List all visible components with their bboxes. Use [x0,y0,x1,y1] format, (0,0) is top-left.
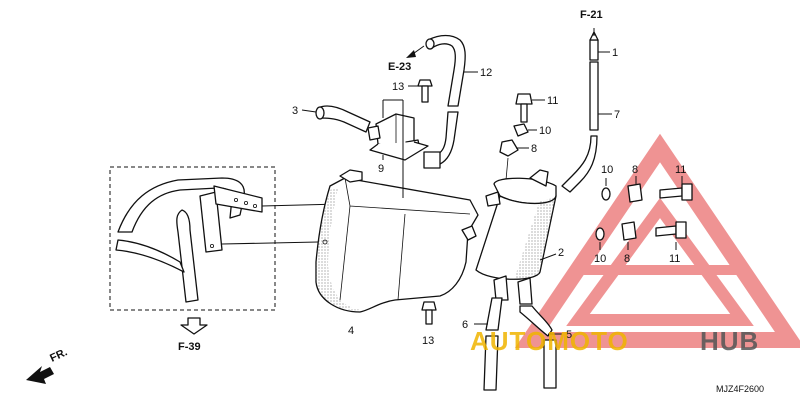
callout-4: 4 [348,325,354,337]
watermark-triangle-logo [514,133,800,348]
part-8-grommet-top [499,139,519,157]
callout-13-top: 13 [392,81,404,93]
part-8-grommet-right-top [627,183,643,203]
diagram-code: MJZ4F2600 [716,384,764,394]
part-13-bolt-top [417,79,433,103]
part-10-collar-top [513,123,529,137]
ref-f39: F-39 [178,341,201,353]
front-direction-arrow [26,366,54,384]
part-11-bolt-top [515,93,533,123]
callout-1: 1 [612,47,618,59]
part-13-bolt-bottom [421,301,437,325]
part-11-bolt-right-top [659,183,693,201]
callout-3: 3 [292,105,298,117]
watermark-text: AUTOMOTO HUB [470,326,759,356]
callout-8-top: 8 [531,143,537,155]
frame-tube [115,177,263,303]
part-12-hose [423,34,466,169]
part-4-cover [315,169,479,313]
part-6-hose [483,297,503,391]
part-10-collar-right-top [601,187,611,201]
callout-11-right-bottom: 11 [669,253,680,265]
callout-9: 9 [378,163,384,175]
part-8-grommet-right-bottom [621,221,637,241]
part-5-hose [519,305,557,389]
callout-10-right-bottom: 10 [594,253,606,265]
callout-13-bottom: 13 [422,335,434,347]
part-11-bolt-right-bottom [655,221,687,239]
part-10-collar-right-bottom [595,227,605,241]
callout-8-right-top: 8 [632,164,638,176]
callout-2: 2 [558,247,564,259]
e23-arrow [406,45,425,58]
f39-arrow [180,317,208,335]
callout-10-right-top: 10 [601,164,613,176]
part-3-hose [315,105,371,133]
part-9-solenoid-valve [367,113,429,161]
svg-text:AUTOMOTO: AUTOMOTO [470,326,629,356]
callout-11-top: 11 [547,95,558,107]
svg-text:HUB: HUB [700,326,759,356]
callout-6: 6 [462,319,468,331]
ref-f21: F-21 [580,9,603,21]
callout-10-top: 10 [539,125,551,137]
callout-7: 7 [614,109,620,121]
callout-12: 12 [480,67,492,79]
part-7-tube [561,61,599,193]
ref-e23: E-23 [388,61,411,73]
ref-front: FR. [48,346,69,364]
callout-11-right-top: 11 [675,164,686,176]
part-1-tube-end [589,31,599,61]
callout-5: 5 [566,329,572,341]
callout-8-right-bottom: 8 [624,253,630,265]
part-2-canister [475,169,557,305]
